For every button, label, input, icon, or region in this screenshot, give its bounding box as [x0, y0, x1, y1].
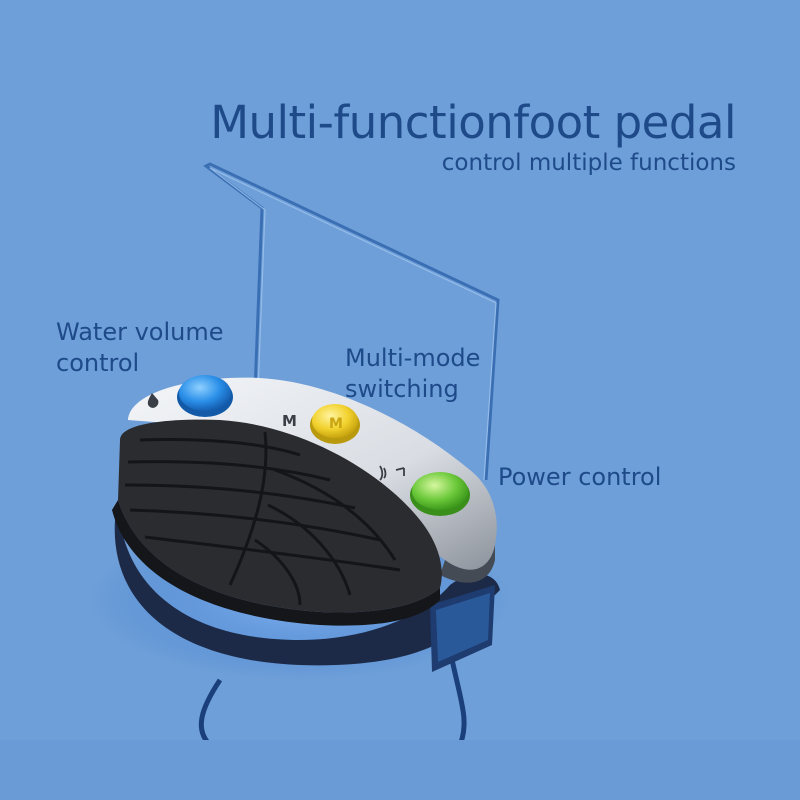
headline-subtitle: control multiple functions: [441, 150, 736, 176]
power-button: [410, 472, 470, 516]
svg-text:M: M: [329, 416, 343, 432]
water-volume-callout: Water volume control: [56, 318, 224, 377]
pedal-base: [114, 520, 500, 666]
power-control-callout: Power control: [498, 463, 662, 491]
mode-switching-callout: Multi-mode switching: [345, 344, 481, 403]
water-drop-icon: [147, 393, 159, 408]
wire-handle: [203, 162, 500, 481]
mode-key-letter: M: [282, 412, 297, 430]
mode-button: [310, 404, 360, 444]
signal-icon: [379, 465, 405, 481]
water-volume-button: [177, 375, 233, 417]
headline-title: Multi-functionfoot pedal: [210, 96, 736, 149]
